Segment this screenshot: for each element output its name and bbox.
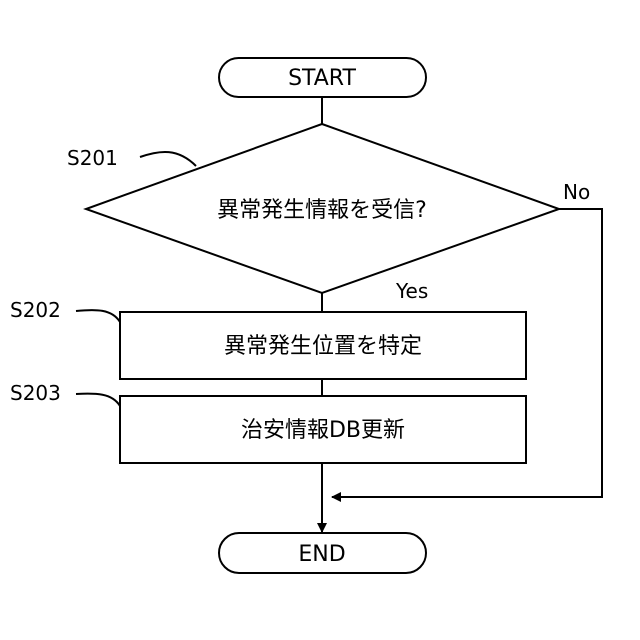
process-s202-text: 異常発生位置を特定 xyxy=(224,334,422,359)
no-label: No xyxy=(563,180,590,204)
start-terminal: START xyxy=(219,58,426,97)
process-s202: 異常発生位置を特定 xyxy=(120,312,526,379)
decision-s201: 異常発生情報を受信? xyxy=(86,124,559,293)
step-id-s201: S201 xyxy=(67,146,118,170)
end-label: END xyxy=(298,542,345,567)
step-id-leader-s201 xyxy=(140,152,196,166)
step-id-leader-s202 xyxy=(76,310,120,322)
start-label: START xyxy=(288,66,356,91)
end-terminal: END xyxy=(219,533,426,573)
decision-question: 異常発生情報を受信? xyxy=(217,198,427,223)
yes-label: Yes xyxy=(395,279,428,303)
process-s203-text: 治安情報DB更新 xyxy=(241,418,405,443)
step-id-s202: S202 xyxy=(10,298,61,322)
step-id-s203: S203 xyxy=(10,381,61,405)
step-id-leader-s203 xyxy=(76,394,120,406)
process-s203: 治安情報DB更新 xyxy=(120,396,526,463)
